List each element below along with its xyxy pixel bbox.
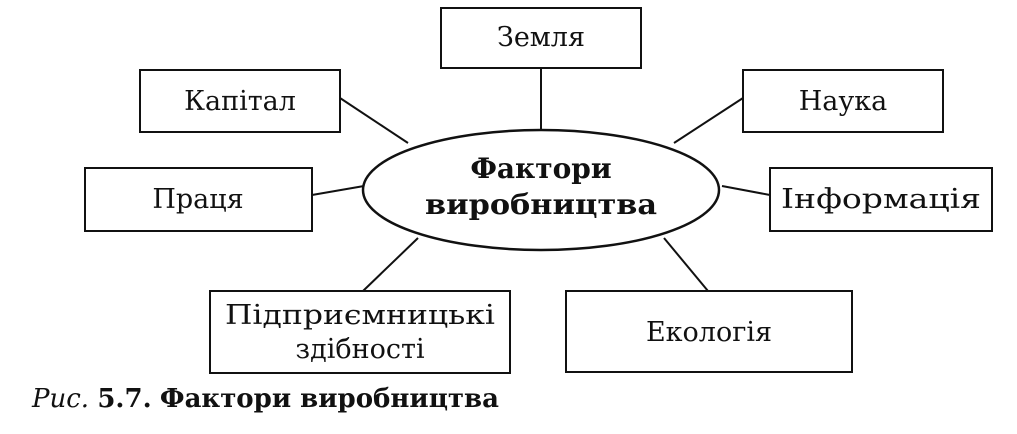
caption-title: Фактори виробництва bbox=[159, 384, 499, 414]
caption-prefix: Рис. bbox=[32, 384, 90, 414]
center-ellipse bbox=[361, 128, 721, 252]
node-kapital bbox=[139, 69, 341, 133]
node-pratsia-label: Праця bbox=[152, 184, 243, 215]
node-pidpryiemnytski bbox=[209, 290, 511, 374]
node-zemlya-label: Земля bbox=[497, 22, 585, 53]
connector-pratsia bbox=[311, 185, 365, 196]
node-ekolohiia-label: Екологія bbox=[646, 317, 772, 348]
figure-caption: Рис. 5.7. Фактори виробництва bbox=[32, 384, 499, 414]
node-pidpryiemnytski-label-line2: здібності bbox=[295, 334, 425, 365]
connector-pidpryiemnytski bbox=[362, 237, 419, 292]
connector-informatsiia bbox=[721, 185, 771, 196]
connector-kapital bbox=[339, 97, 409, 144]
node-nauka bbox=[742, 69, 944, 133]
node-kapital-label: Капітал bbox=[184, 86, 296, 117]
connector-nauka bbox=[673, 97, 744, 144]
node-ekolohiia bbox=[565, 290, 853, 373]
center-label-line1: Фактори bbox=[470, 152, 611, 185]
connector-ekolohiia bbox=[663, 237, 709, 292]
node-nauka-label: Наука bbox=[799, 86, 888, 117]
node-zemlya bbox=[440, 7, 642, 69]
caption-number: 5.7. bbox=[97, 384, 152, 414]
node-pratsia bbox=[84, 167, 313, 232]
node-informatsiia-label: Інформація bbox=[781, 184, 981, 215]
node-pidpryiemnytski-label-line1: Підприємницькі bbox=[225, 300, 495, 331]
center-label-line2: виробництва bbox=[425, 188, 657, 221]
node-informatsiia bbox=[769, 167, 993, 232]
